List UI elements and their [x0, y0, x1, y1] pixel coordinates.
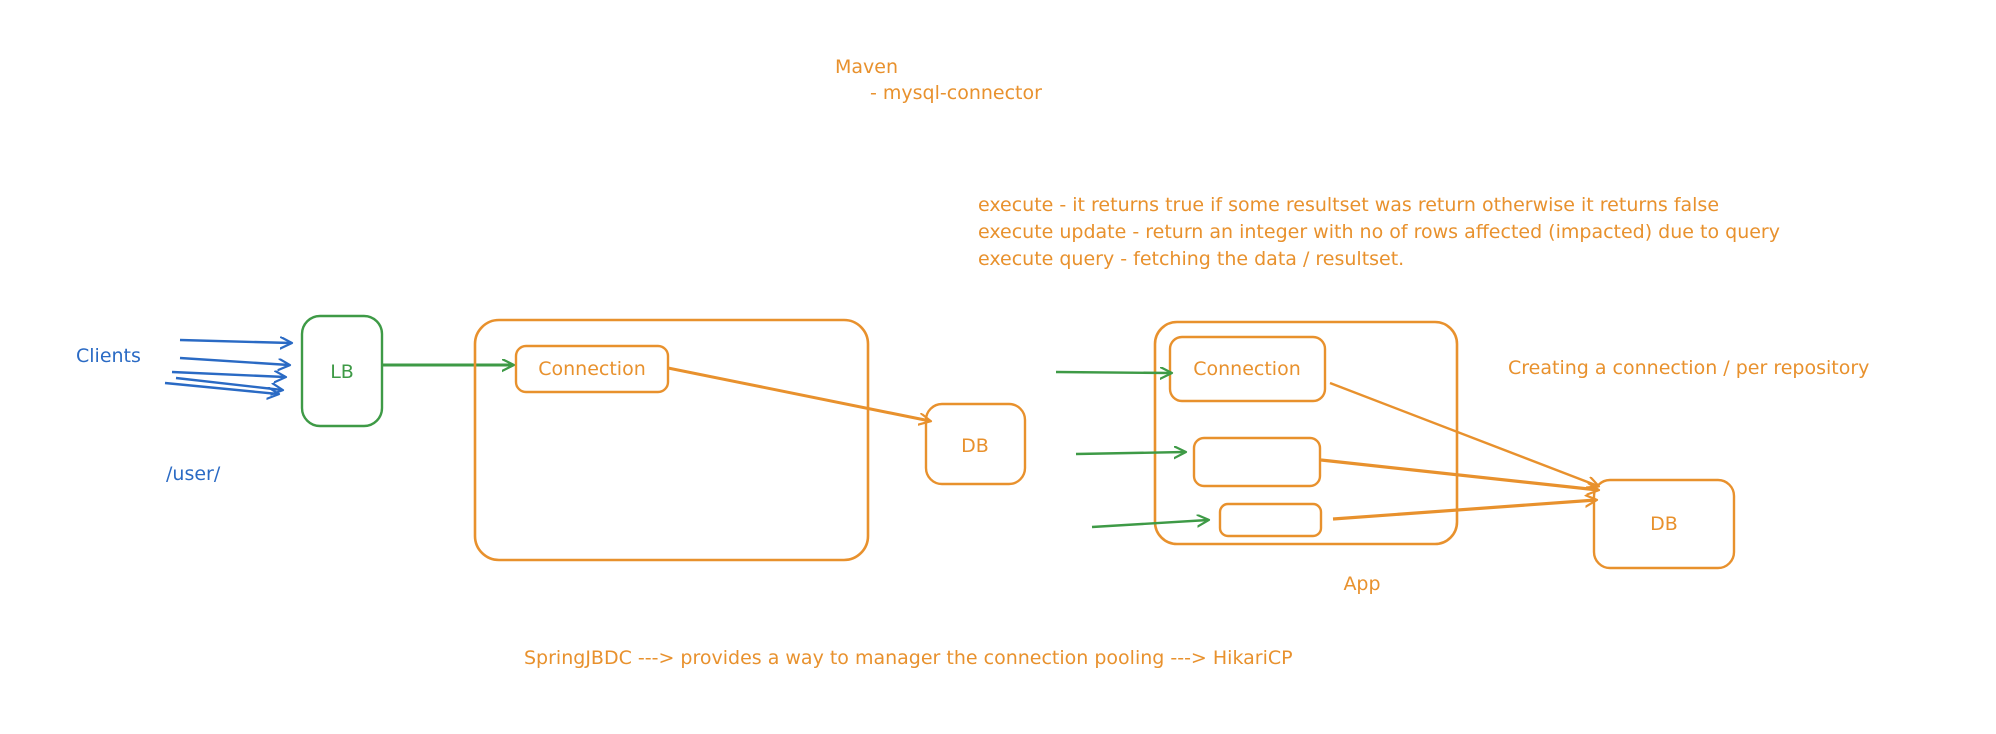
- left-connection-label: Connection: [538, 358, 646, 380]
- client-request-arrows: [164, 340, 291, 394]
- client-arrow: [171, 372, 285, 377]
- right-db-label: DB: [1650, 513, 1678, 535]
- incoming-arrow: [1075, 452, 1185, 454]
- connection-to-db-arrow: [1320, 458, 1598, 490]
- lb-label: LB: [330, 361, 354, 383]
- right-incoming-arrows: [1055, 372, 1208, 529]
- clients-label: Clients: [76, 345, 141, 367]
- user-path-label: /user/: [166, 463, 221, 485]
- creating-connection-note: Creating a connection / per repository: [1508, 357, 1869, 379]
- client-arrow: [179, 340, 291, 343]
- execute-note-line-3: execute query - fetching the data / resu…: [978, 248, 1404, 270]
- app-label: App: [1343, 573, 1380, 595]
- incoming-arrow: [1091, 520, 1208, 529]
- right-connection-box: Connection: [1168, 335, 1327, 403]
- execute-note-line-1: execute - it returns true if some result…: [978, 194, 1719, 216]
- left-db-label: DB: [961, 435, 989, 457]
- right-connection-box-3: [1218, 502, 1323, 538]
- left-app-box: [473, 318, 870, 562]
- right-db-box: DB: [1592, 478, 1736, 570]
- connection-to-db-arrow: [1329, 381, 1598, 486]
- maven-item: - mysql-connector: [870, 82, 1042, 104]
- connection-to-db-arrow: [1332, 500, 1596, 521]
- connections-to-db-arrows: [1320, 381, 1598, 521]
- right-connection-box-2: [1192, 436, 1322, 488]
- client-arrow: [179, 356, 289, 365]
- client-arrow: [175, 376, 282, 390]
- right-connection-label: Connection: [1193, 358, 1301, 380]
- incoming-arrow: [1055, 372, 1171, 373]
- left-connection-to-db-arrow: [667, 366, 930, 421]
- load-balancer-box: LB: [300, 314, 384, 428]
- client-arrow: [164, 381, 278, 394]
- execute-note-line-2: execute update - return an integer with …: [978, 221, 1780, 243]
- maven-title: Maven: [835, 56, 898, 78]
- left-connection-box: Connection: [514, 344, 670, 394]
- left-db-box: DB: [924, 402, 1027, 486]
- spring-jdbc-note: SpringJBDC ---> provides a way to manage…: [524, 647, 1293, 669]
- right-app-box: [1153, 320, 1459, 546]
